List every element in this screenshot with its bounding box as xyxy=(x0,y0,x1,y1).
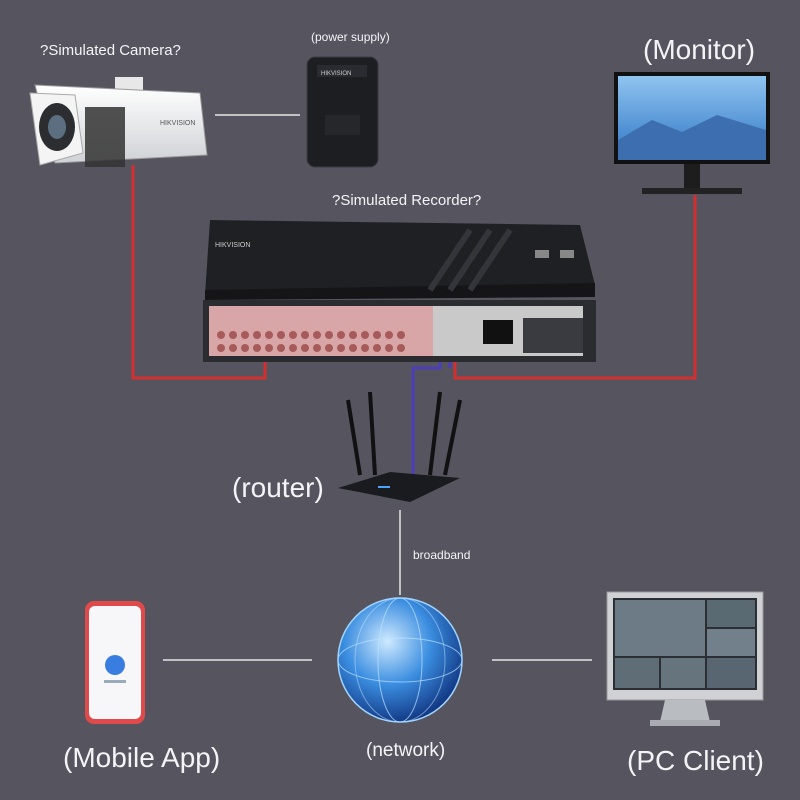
monitor-icon xyxy=(614,72,770,194)
recorder-label: ?Simulated Recorder? xyxy=(332,192,482,209)
recorder-monitor-wire xyxy=(453,195,697,380)
pc-client xyxy=(605,590,765,730)
svg-text:HIKVISION: HIKVISION xyxy=(321,71,351,77)
pc-client-label: (PC Client) xyxy=(627,745,764,776)
pc-icon xyxy=(606,591,764,726)
svg-text:HIKVISION: HIKVISION xyxy=(160,120,195,127)
mobile-phone xyxy=(84,600,146,725)
camera-recorder-wire xyxy=(131,165,267,380)
network-label: (network) xyxy=(366,740,446,761)
recorder-back xyxy=(203,300,596,362)
router-icon xyxy=(338,391,462,502)
camera: HIKVISION xyxy=(15,75,215,175)
monitor xyxy=(612,70,772,200)
recorder-icon: HIKVISION xyxy=(205,220,595,300)
mobile-app-label: (Mobile App) xyxy=(63,742,221,773)
svg-text:HIKVISION: HIKVISION xyxy=(215,242,250,249)
recorder-front: HIKVISION xyxy=(200,215,600,300)
recorder-back-panel xyxy=(203,300,596,362)
camera-label: ?Simulated Camera? xyxy=(40,42,181,59)
globe-icon xyxy=(337,597,463,723)
router xyxy=(330,390,470,510)
broadband-label: broadband xyxy=(413,548,471,562)
network-globe xyxy=(330,590,470,730)
router-label: (router) xyxy=(232,472,324,503)
phone-icon xyxy=(85,601,145,724)
power-supply: HIKVISION xyxy=(305,55,380,170)
monitor-label: (Monitor) xyxy=(643,34,756,65)
camera-icon: HIKVISION xyxy=(29,77,208,167)
power-supply-icon: HIKVISION xyxy=(306,56,379,168)
power-supply-label: (power supply) xyxy=(311,30,390,44)
